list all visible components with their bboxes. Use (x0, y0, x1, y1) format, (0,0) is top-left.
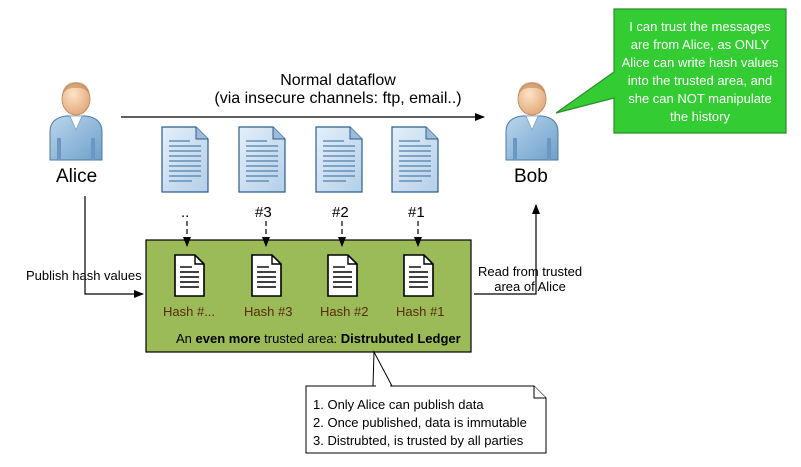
note-pointer (372, 350, 393, 387)
document-icon (315, 126, 363, 193)
hash-label: Hash #3 (244, 304, 293, 319)
ledger-title-middle: trusted area: (260, 331, 341, 346)
document-icon (161, 126, 209, 193)
ledger-title: An even more trusted area: Distrubuted L… (176, 331, 461, 346)
read-label-line2: area of Alice (494, 279, 566, 294)
note-item: 2. Once published, data is immutable (313, 415, 527, 430)
note-box (305, 385, 547, 454)
hash-document-icon (327, 254, 358, 297)
doc-index: #3 (255, 204, 272, 221)
hash-document-icon (174, 254, 205, 297)
hash-label: Hash #1 (396, 304, 445, 319)
bob-label: Bob (514, 166, 548, 187)
note-item: 1. Only Alice can publish data (313, 397, 484, 412)
alice-person-icon (49, 81, 103, 161)
doc-index: #1 (408, 204, 425, 221)
alice-label: Alice (56, 166, 98, 187)
note-fold (533, 386, 546, 399)
dataflow-line1: Normal dataflow (280, 72, 396, 89)
document-icon (391, 126, 439, 193)
publish-label: Publish hash values (26, 268, 142, 283)
callout-bubble (555, 8, 787, 134)
note-list: 1. Only Alice can publish data 2. Once p… (313, 396, 543, 450)
ledger-title-bold2: Distrubuted Ledger (340, 331, 461, 346)
callout-text: I can trust the messages are from Alice,… (621, 19, 779, 124)
read-label-line1: Read from trusted (478, 264, 583, 279)
bob-person-icon (505, 81, 559, 161)
document-icon (238, 126, 286, 193)
hash-label: Hash #... (163, 304, 216, 319)
note-item: 3. Distrubted, is trusted by all parties (313, 433, 524, 448)
dataflow-title: Normal dataflow (via insecure channels: … (190, 72, 486, 108)
hash-document-icon (251, 254, 282, 297)
hash-label: Hash #2 (320, 304, 369, 319)
ledger-title-bold1: even more (195, 331, 261, 346)
publish-arrow (84, 196, 144, 298)
read-arrow (474, 204, 540, 295)
doc-index: #2 (332, 204, 349, 221)
ledger-title-prefix: An (176, 331, 196, 346)
read-label: Read from trusted area of Alice (478, 264, 582, 294)
doc-index: .. (181, 204, 190, 221)
dataflow-line2: (via insecure channels: ftp, email..) (214, 90, 462, 107)
hash-document-icon (403, 254, 434, 297)
